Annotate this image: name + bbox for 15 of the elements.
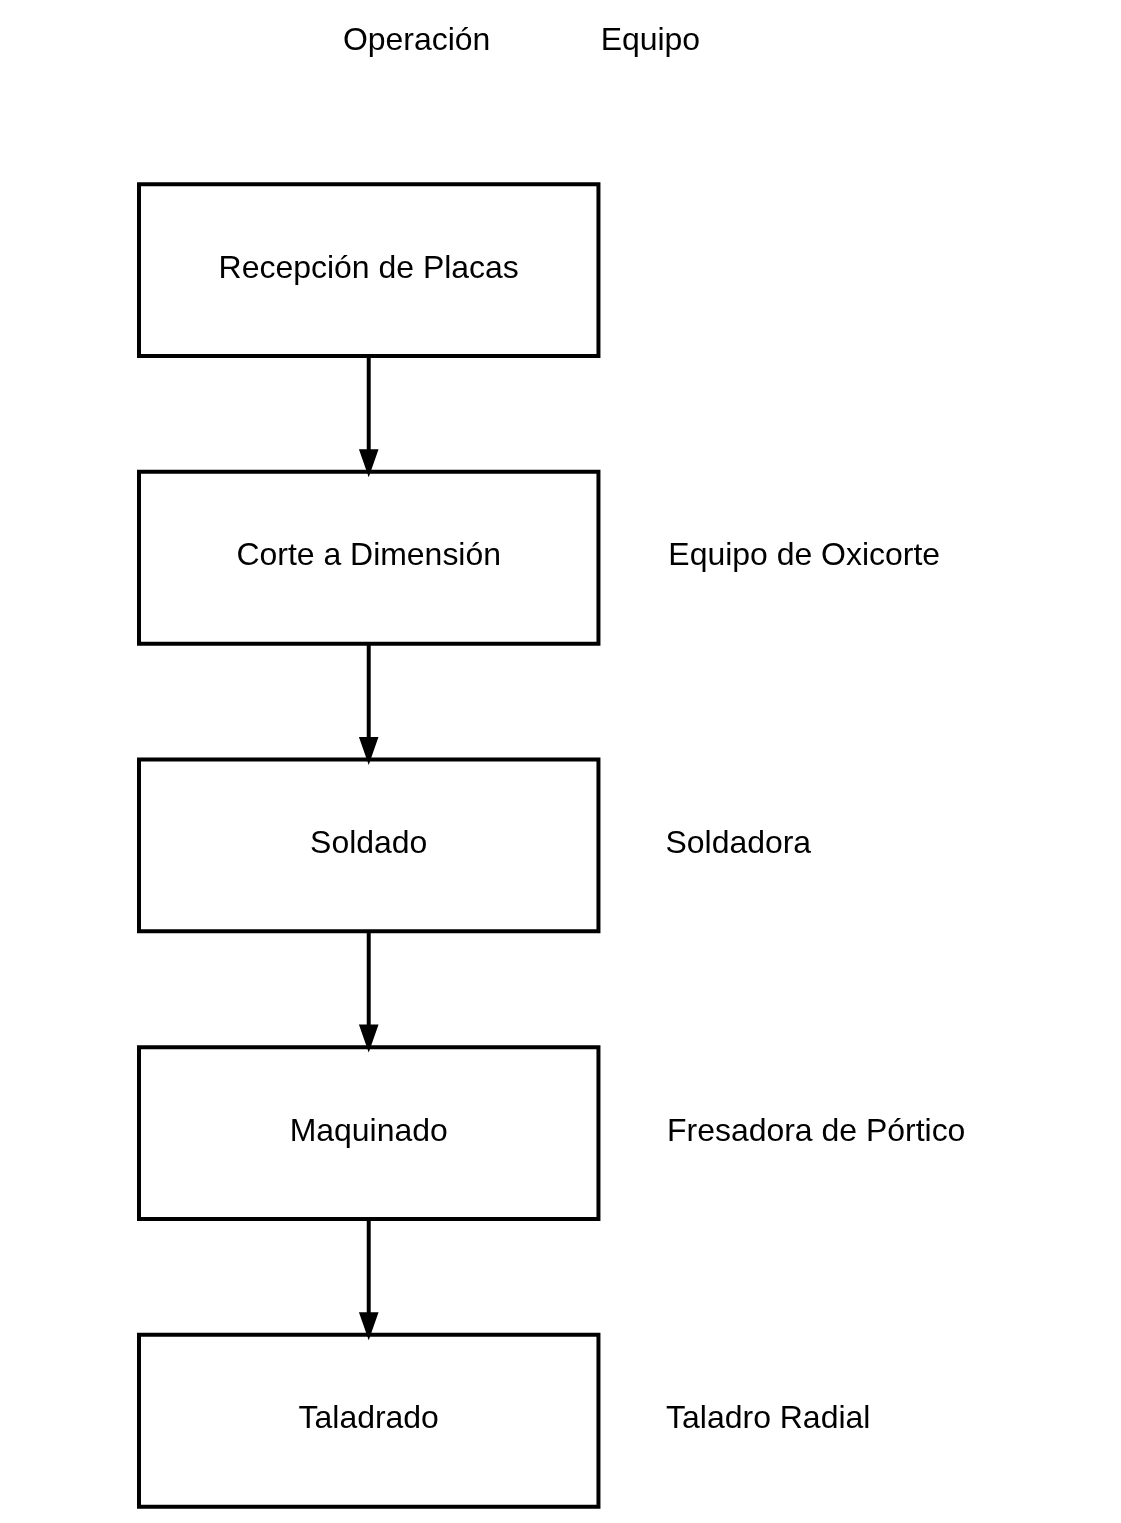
arrow [358, 931, 379, 1053]
node-label: Soldadora [664, 823, 811, 860]
node-label: Taladro Radial [665, 1399, 870, 1436]
node-label: Equipo de Oxicorte [667, 536, 940, 573]
node-box: Maquinado [136, 1045, 600, 1221]
arrow [358, 356, 379, 478]
node-box: Recepción de Placas [136, 182, 600, 358]
node-box: Soldado [136, 757, 600, 934]
arrow [358, 644, 379, 765]
label: Operación [342, 20, 490, 57]
node-box: Corte a Dimensión [136, 469, 600, 646]
label: Equipo [600, 20, 700, 57]
arrow [358, 1219, 379, 1341]
node-label: Fresadora de Pórtico [666, 1111, 965, 1148]
node-box: Taladrado [136, 1332, 600, 1509]
